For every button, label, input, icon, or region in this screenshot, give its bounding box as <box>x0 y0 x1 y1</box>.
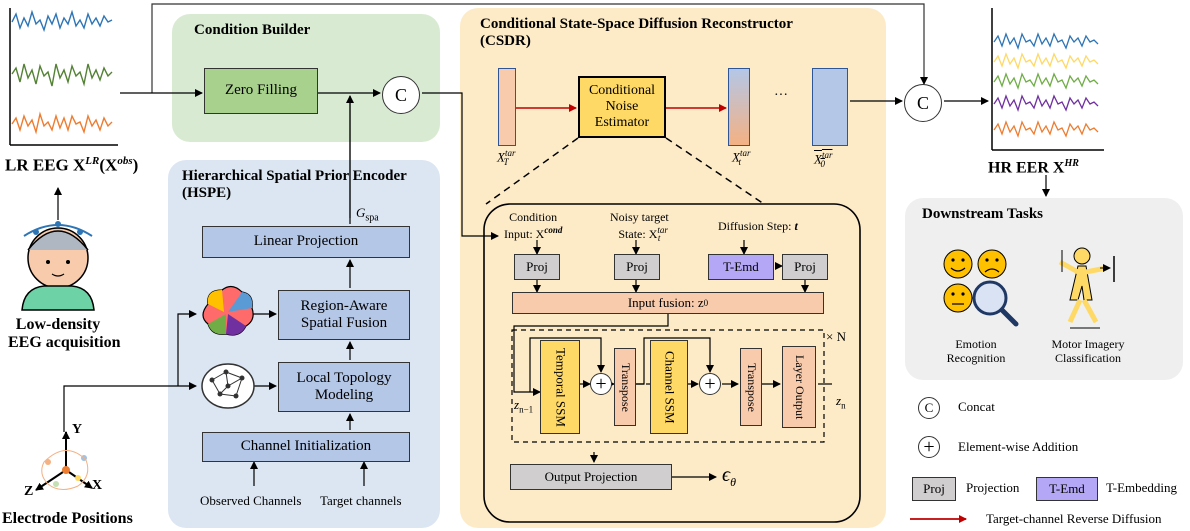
legend-reverse-label: Target-channel Reverse Diffusion <box>986 511 1162 526</box>
diffusion-step-label: Diffusion Step: t <box>718 219 798 233</box>
add-circle-1: + <box>590 373 612 395</box>
transpose-box-2: Transpose <box>740 348 762 426</box>
channel-ssm-box: Channel SSM <box>650 340 688 434</box>
linear-projection-box: Linear Projection <box>202 226 410 258</box>
hspe-title: Hierarchical Spatial Prior Encoder(HSPE) <box>182 168 407 202</box>
axis-y-label: Y <box>72 422 83 437</box>
legend-concat-icon: C <box>918 397 940 419</box>
z-n-label: zn <box>836 393 846 411</box>
legend-proj-icon: Proj <box>912 477 956 501</box>
observed-channels-label: Observed Channels <box>200 493 302 508</box>
x-0-tar-bar <box>812 68 848 146</box>
downstream-title: Downstream Tasks <box>922 206 1044 222</box>
x-t-tar-bar <box>728 68 750 146</box>
transpose-box-1: Transpose <box>614 348 636 426</box>
concat-circle: C <box>382 76 420 114</box>
hspe-panel <box>168 160 440 528</box>
times-n-label: × N <box>826 329 846 344</box>
add-circle-2: + <box>699 373 721 395</box>
proj-box-condition: Proj <box>514 254 560 280</box>
legend-elementwise-label: Element-wise Addition <box>958 439 1079 454</box>
x-t-tar-label: Xtart <box>732 148 751 167</box>
axis-x-label: X <box>92 478 103 493</box>
epsilon-theta-label: ϵθ <box>722 464 736 489</box>
legend-concat-label: Concat <box>958 399 995 414</box>
x-T-tar-bar <box>498 68 516 146</box>
ellipsis: ··· <box>774 88 788 103</box>
zero-filling-box: Zero Filling <box>204 68 318 114</box>
legend-temd-icon: T-Emd <box>1036 477 1098 501</box>
hr-eeg-label: HR EER XHR <box>988 158 1079 177</box>
proj-box-step: Proj <box>782 254 828 280</box>
z-n-minus-1-label: zn−1 <box>514 397 534 415</box>
output-projection-box: Output Projection <box>510 464 672 490</box>
condition-builder-title: Condition Builder <box>194 22 311 38</box>
layer-output-box: Layer Output <box>782 346 816 428</box>
x-T-tar-label: XtarT <box>497 148 516 167</box>
lr-eeg-label: LR EEG XLR(Xobs) <box>5 155 139 175</box>
electrode-label: Electrode Positions <box>2 510 133 527</box>
target-channels-label: Target channels <box>320 493 402 508</box>
x-0-tar-label: Xtar0 <box>814 150 833 169</box>
final-concat-circle: C <box>904 84 942 122</box>
temporal-ssm-box: Temporal SSM <box>540 340 580 434</box>
channel-initialization-box: Channel Initialization <box>202 432 410 462</box>
noisy-target-label: Noisy target State: Xtart <box>610 210 669 244</box>
condition-input-label: Condition Input: Xcond <box>504 210 563 241</box>
axis-z-label: Z <box>24 484 34 499</box>
g-spa-label: Gspa <box>356 205 379 224</box>
csdr-title: Conditional State-Space Diffusion Recons… <box>480 16 793 50</box>
proj-box-noisy: Proj <box>614 254 660 280</box>
legend-tembedding-label: T-Embedding <box>1106 480 1178 495</box>
legend-add-icon: + <box>918 436 940 458</box>
legend-projection-label: Projection <box>966 480 1020 495</box>
temd-box: T-Emd <box>708 254 774 280</box>
